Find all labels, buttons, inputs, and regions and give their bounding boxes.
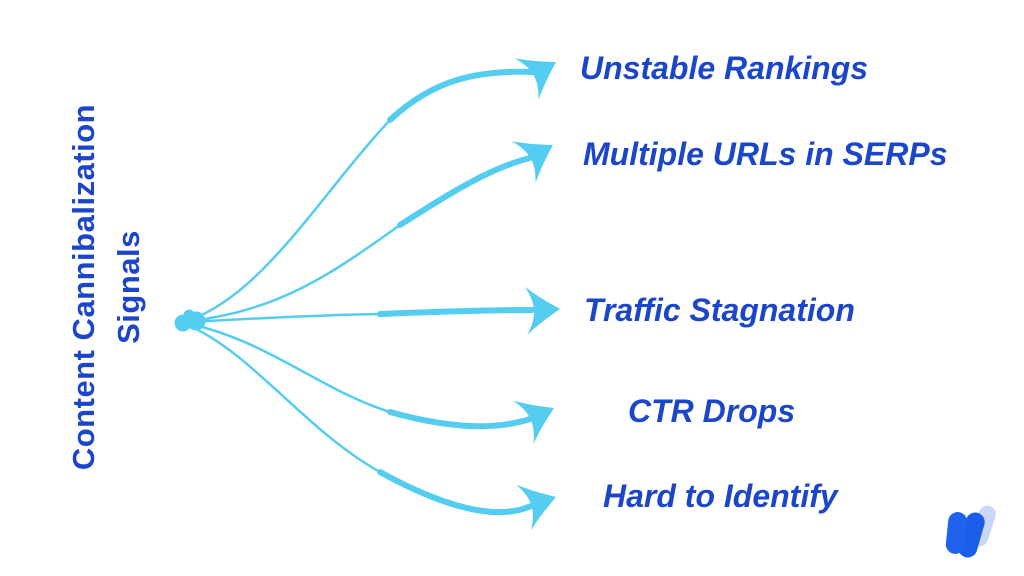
central-node-lobe: [183, 309, 195, 321]
curve-traffic-stagnation: [377, 307, 535, 317]
signal-label-traffic-stagnation: Traffic Stagnation: [584, 292, 855, 328]
arrowhead-icon: [524, 286, 560, 335]
signal-label-unstable-rankings: Unstable Rankings: [580, 50, 869, 86]
arrowhead-icon: [514, 58, 556, 100]
signal-label-ctr-drops: CTR Drops: [628, 393, 796, 429]
signal-label-hard-to-identify: Hard to Identify: [603, 478, 838, 514]
curve-hard-to-identify: [377, 469, 534, 516]
arrowhead-icon: [513, 400, 554, 445]
w-mark-logo-icon: [945, 505, 996, 558]
arrowheads: [511, 58, 560, 531]
arrowhead-icon: [511, 141, 553, 183]
curve-unstable-rankings: [188, 118, 392, 322]
curve-unstable-rankings: [387, 68, 536, 123]
brand-logo: [945, 505, 996, 558]
curve-multiple-urls: [397, 155, 533, 228]
arrowhead-icon: [516, 484, 556, 531]
signal-label-multiple-urls: Multiple URLs in SERPs: [583, 136, 948, 172]
curve-traffic-stagnation: [190, 312, 382, 324]
curve-hard-to-identify: [188, 324, 382, 474]
curve-multiple-urls: [188, 223, 402, 323]
curve-ctr-drops: [188, 322, 392, 414]
central-node-icon: [174, 309, 206, 332]
connector-curves: [188, 68, 536, 516]
curve-ctr-drops: [387, 409, 533, 430]
logo-bar-left: [945, 512, 968, 554]
